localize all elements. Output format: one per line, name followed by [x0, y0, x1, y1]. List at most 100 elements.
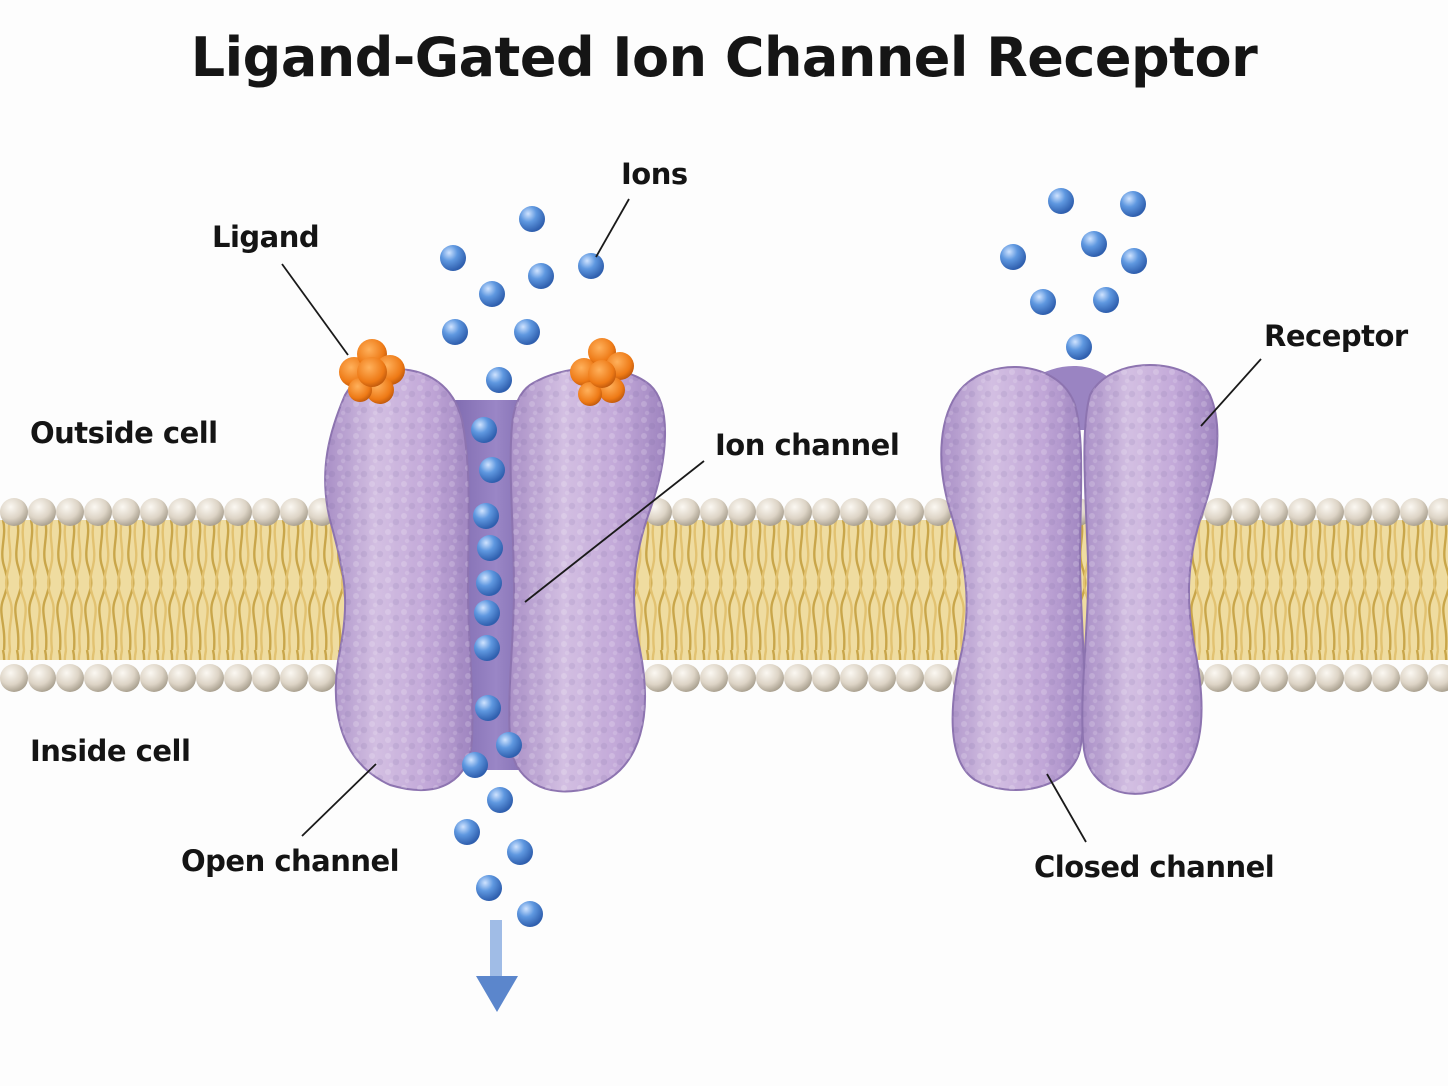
label-closed-channel: Closed channel [1034, 850, 1275, 884]
ion [517, 901, 543, 927]
lipid-head [672, 664, 700, 692]
lipid-head [812, 664, 840, 692]
lipid-head [1204, 664, 1232, 692]
lipid-head [1428, 498, 1448, 526]
lipid-head [1316, 664, 1344, 692]
lipid-head [644, 664, 672, 692]
ion [440, 245, 466, 271]
ion [1066, 334, 1092, 360]
ion [1093, 287, 1119, 313]
ion [477, 535, 503, 561]
lipid-head [868, 498, 896, 526]
ion [473, 503, 499, 529]
lipid-head [756, 498, 784, 526]
lipid-head [784, 664, 812, 692]
label-open-channel: Open channel [181, 844, 400, 878]
lipid-head [252, 664, 280, 692]
lipid-head [196, 664, 224, 692]
lipid-head [1400, 664, 1428, 692]
ion [519, 206, 545, 232]
lipid-head [840, 498, 868, 526]
lipid-head [28, 498, 56, 526]
lipid-head [1288, 664, 1316, 692]
open-channel-left-texture [325, 369, 473, 790]
lipid-head [1260, 498, 1288, 526]
leader-line-receptor [1200, 358, 1262, 427]
lipid-head [140, 498, 168, 526]
lipid-head [84, 498, 112, 526]
lipid-head [868, 664, 896, 692]
lipid-head [168, 664, 196, 692]
label-inside-cell: Inside cell [30, 734, 191, 768]
lipid-head [0, 664, 28, 692]
lipid-head [252, 498, 280, 526]
ion [479, 281, 505, 307]
ions [440, 188, 1147, 927]
lipid-head [280, 664, 308, 692]
closed-channel-left-texture [941, 367, 1085, 790]
lipid-head [1372, 664, 1400, 692]
lipid-head [224, 664, 252, 692]
lipid-head [280, 498, 308, 526]
lipid-head [56, 498, 84, 526]
closed-channel-right-texture [1082, 365, 1218, 794]
lipid-head [784, 498, 812, 526]
lipid-head [1428, 664, 1448, 692]
lipid-head [896, 498, 924, 526]
leader-line-ion-channel [524, 460, 705, 603]
lipid-head [1260, 664, 1288, 692]
ion [496, 732, 522, 758]
ion [486, 367, 512, 393]
lipid-head [84, 664, 112, 692]
leader-line-open-channel [301, 763, 377, 837]
lipid-head [1372, 498, 1400, 526]
label-ion-channel: Ion channel [715, 428, 900, 462]
lipid-head [28, 664, 56, 692]
lipid-head [1316, 498, 1344, 526]
lipid-head [756, 664, 784, 692]
lipid-head [112, 498, 140, 526]
lipid-head [1232, 498, 1260, 526]
leader-lines [281, 198, 1262, 843]
lipid-head [1232, 664, 1260, 692]
lipid-head [896, 664, 924, 692]
ion [514, 319, 540, 345]
ion [1120, 191, 1146, 217]
ion [1048, 188, 1074, 214]
ion [479, 457, 505, 483]
leader-line-ions [595, 198, 630, 258]
ion [1081, 231, 1107, 257]
ion [528, 263, 554, 289]
ligand-right [570, 338, 634, 406]
closed-channel [940, 364, 1219, 795]
ligand-left [339, 339, 405, 404]
ion [474, 635, 500, 661]
lipid-bilayer [0, 498, 1448, 692]
lipid-head [812, 498, 840, 526]
ion [507, 839, 533, 865]
label-outside-cell: Outside cell [30, 416, 218, 450]
ion [578, 253, 604, 279]
lipid-head [56, 664, 84, 692]
lipid-head [308, 664, 336, 692]
lipid-head [728, 664, 756, 692]
ion [462, 752, 488, 778]
label-ligand: Ligand [212, 220, 320, 254]
lipid-tail-pattern [0, 520, 1448, 660]
lipid-head [112, 664, 140, 692]
lipid-head [700, 498, 728, 526]
lipid-head [672, 498, 700, 526]
ion [1030, 289, 1056, 315]
arrow-down-icon [476, 920, 518, 1012]
label-ions: Ions [621, 157, 688, 191]
ion [476, 570, 502, 596]
lipid-head [1288, 498, 1316, 526]
diagram-title: Ligand-Gated Ion Channel Receptor [190, 26, 1258, 89]
ion [442, 319, 468, 345]
lipid-heads-inner [0, 664, 1448, 692]
lipid-head [140, 664, 168, 692]
lipid-head [728, 498, 756, 526]
lipid-head [1344, 498, 1372, 526]
lipid-head [924, 664, 952, 692]
